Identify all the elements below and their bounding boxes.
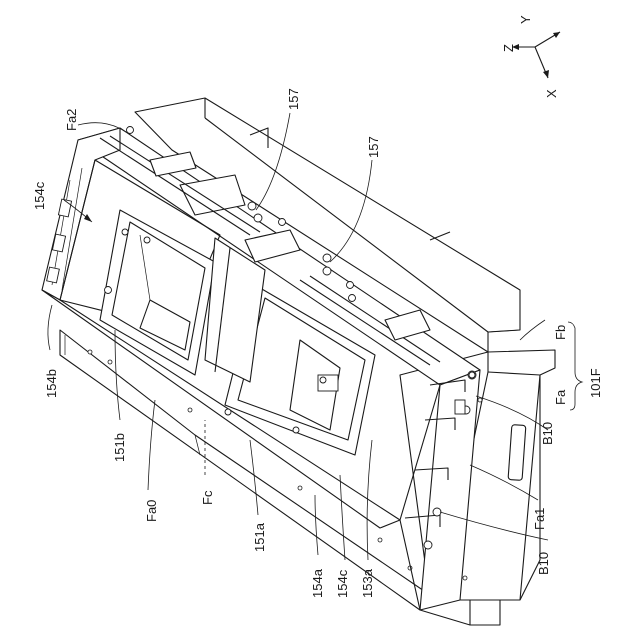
label-154c-top: 154c	[32, 181, 47, 210]
label-157-top: 157	[286, 88, 301, 110]
label-fa: Fa	[553, 389, 568, 405]
inner-frame-151b	[100, 210, 215, 375]
axis-y-label: Y	[518, 15, 533, 24]
label-fa1: Fa1	[532, 508, 547, 530]
label-fa0: Fa0	[144, 500, 159, 522]
axis-indicator: Y Z X	[501, 15, 560, 98]
label-154a: 154a	[310, 568, 325, 598]
axis-z-label: Z	[501, 44, 516, 52]
axis-x-label: X	[544, 89, 559, 98]
label-101f: 101F	[588, 368, 603, 398]
label-b10-bot: B10	[536, 552, 551, 575]
label-154c-bot: 154c	[335, 569, 350, 598]
label-154b: 154b	[44, 369, 59, 398]
label-153a: 153a	[360, 568, 375, 598]
label-151b: 151b	[112, 433, 127, 462]
label-fb: Fb	[553, 325, 568, 340]
label-151a: 151a	[252, 522, 267, 552]
label-157-mid: 157	[366, 136, 381, 158]
label-fc: Fc	[200, 490, 215, 505]
label-fa2: Fa2	[64, 109, 79, 131]
label-b10-top: B10	[540, 422, 555, 445]
